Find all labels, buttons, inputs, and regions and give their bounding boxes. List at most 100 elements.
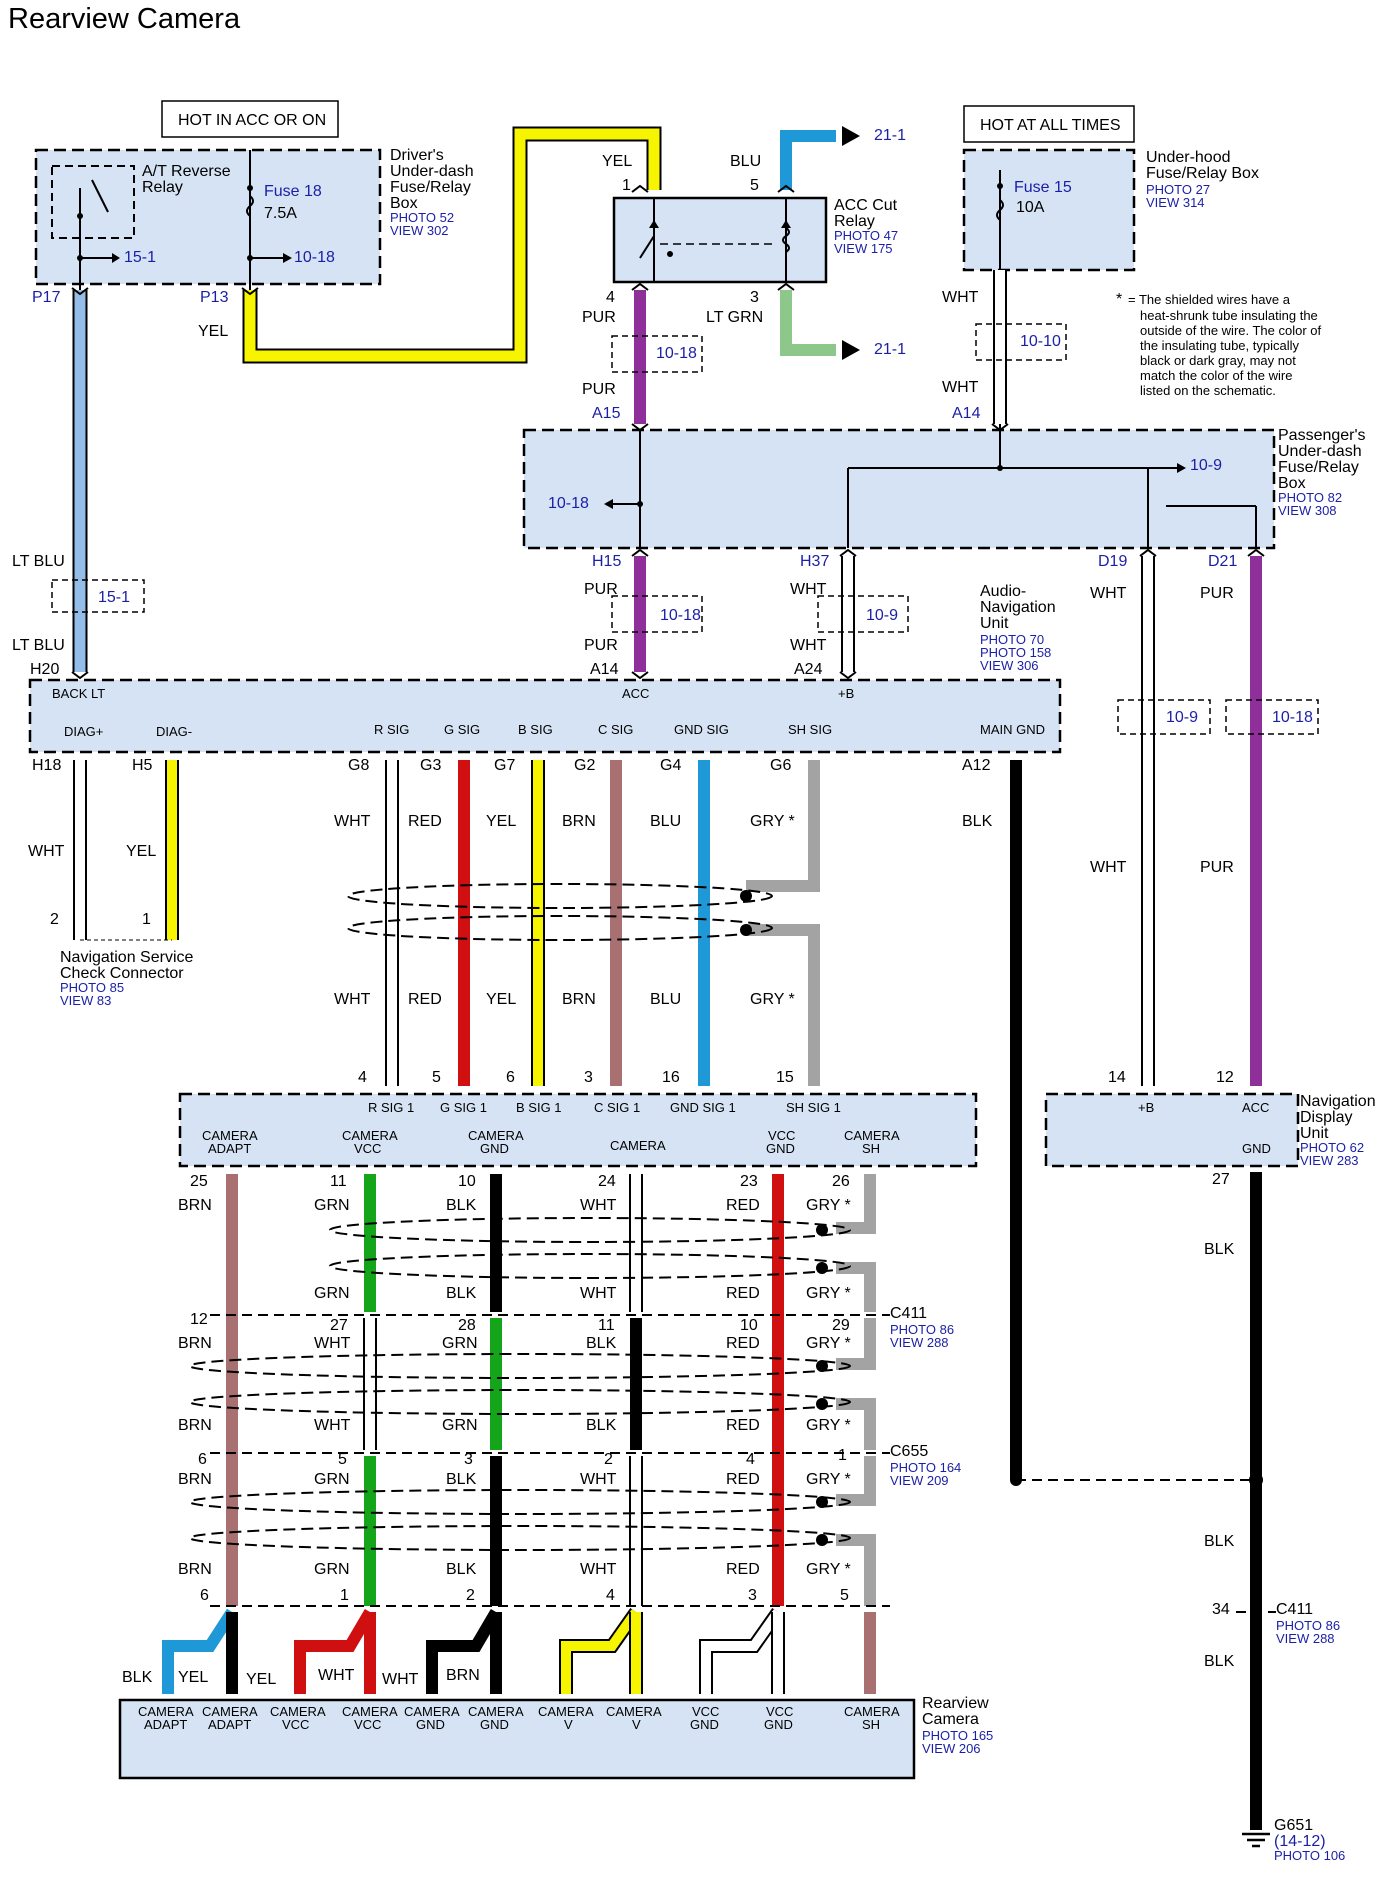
c411-ground-label: C411 [1276,1601,1313,1618]
lbl-red-r5: RED [726,1471,760,1488]
lbl-pur-a: PUR [582,309,616,326]
term-g2: G2 [574,757,595,774]
rear-cam-view: VIEW 206 [922,1741,981,1756]
lbl-yel-bsig: YEL [486,813,516,830]
term-27-gnd: 27 [1212,1171,1230,1188]
cam-pin-7a: CAMERA [538,1704,594,1719]
term-c411-28: 28 [458,1317,476,1334]
term-d19: D19 [1098,553,1127,570]
note-line2: heat-shrunk tube insulating the [1140,308,1318,323]
cam-pin-6a: CAMERA [468,1704,524,1719]
note-line6: match the color of the wire [1140,368,1292,383]
diagram-title: Rearview Camera [8,3,241,35]
cam-pin-2a: CAMERA [202,1704,258,1719]
nav-check-view: VIEW 83 [60,993,111,1008]
lbl-wht-diag: WHT [28,843,65,860]
wire-yel-relay [244,128,660,362]
pin-camera: CAMERA [610,1138,666,1153]
cam-pin-10b: GND [764,1717,793,1732]
term-relay-3: 3 [750,289,759,306]
pin-c-sig: C SIG [598,722,633,737]
pin-diag-plus: DIAG+ [64,724,103,739]
passenger-line2: Under-dash [1278,443,1362,460]
ref-21-1-a: 21-1 [874,127,906,144]
lbl-wht-rsig: WHT [334,813,371,830]
g651-ref: (14-12) [1274,1833,1326,1850]
wire-gry-sh-sig-top [746,760,820,892]
term-h18: H18 [32,757,61,774]
pin-camera-gnd-a: CAMERA [468,1128,524,1143]
lbl-blk-g651-b: BLK [1204,1653,1235,1670]
lbl-yel-diag: YEL [126,843,156,860]
term-nav-12: 12 [1216,1069,1234,1086]
term-relay-4: 4 [606,289,615,306]
term-cam-6: 6 [200,1587,209,1604]
term-p17: P17 [32,289,61,306]
c655-label: C655 [890,1443,928,1460]
lbl-lt-blu-a: LT BLU [12,553,65,570]
term-c411-29: 29 [832,1317,850,1334]
g651-label: G651 [1274,1817,1313,1834]
term-g7: G7 [494,757,515,774]
pin-vcc-a: VCC [768,1128,795,1143]
driver-fuse-line1: Driver's [390,147,444,164]
lbl-blk-r3: BLK [586,1335,617,1352]
term-h5: H5 [132,757,153,774]
fuse15-amp: 10A [1016,199,1045,216]
lbl-wht-r1: WHT [580,1197,617,1214]
cam-pin-4a: CAMERA [342,1704,398,1719]
nav-display-unit-right-box [1044,1092,1300,1168]
lbl-wht-r4: WHT [314,1417,351,1434]
at-relay-line1: A/T Reverse [142,163,231,180]
rearview-camera-box [118,1698,916,1780]
lbl-pur-c: PUR [584,581,618,598]
c411-view: VIEW 288 [890,1335,949,1350]
lbl-wht-a: WHT [942,289,979,306]
term-a14: A14 [590,661,619,678]
ref-10-9-b: 10-9 [866,607,898,624]
g651-photo: PHOTO 106 [1274,1848,1345,1863]
term-h37: H37 [800,553,829,570]
lbl-cam-blk-a: WHT [382,1671,419,1688]
term-23: 23 [740,1173,758,1190]
lbl-gry-shsig-2: GRY * [750,991,795,1008]
note-star: * [1116,291,1122,308]
lbl-red-gsig: RED [408,813,442,830]
term-25: 25 [190,1173,208,1190]
lbl-cam-blk: YEL [178,1669,208,1686]
note-line1: = The shielded wires have a [1128,292,1291,307]
lbl-gry-r2: GRY * [806,1285,851,1302]
cam-pin-3b: VCC [282,1717,309,1732]
ref-10-18-a: 10-18 [294,249,335,266]
term-10: 10 [458,1173,476,1190]
lbl-red-r3: RED [726,1335,760,1352]
underhood-line2: Fuse/Relay Box [1146,165,1259,182]
term-nav-check-1: 1 [142,911,151,928]
nav-display-line3: Unit [1300,1125,1329,1142]
note-line5: black or dark gray, may not [1140,353,1296,368]
pin-camera-adapt-b: ADAPT [208,1141,251,1156]
lbl-brn-r5: BRN [178,1471,212,1488]
term-cam-1: 1 [340,1587,349,1604]
lbl-red-r6: RED [726,1561,760,1578]
nav-display-line2: Display [1300,1109,1352,1126]
cam-pin-5a: CAMERA [404,1704,460,1719]
fuse18-amp: 7.5A [264,205,297,222]
lbl-grn-r6: GRN [314,1561,350,1578]
term-c655-1: 1 [838,1447,847,1464]
fuse15-label: Fuse 15 [1014,179,1072,196]
lbl-wht-r6: WHT [580,1561,617,1578]
ref-15-1-b: 15-1 [98,589,130,606]
cam-pin-8a: CAMERA [606,1704,662,1719]
lbl-wht-r3: WHT [314,1335,351,1352]
wire-lt-grn-21-1 [780,290,836,356]
ref-10-9-c: 10-9 [1166,709,1198,726]
pin-camera-vcc-a: CAMERA [342,1128,398,1143]
lbl-brn-r4: BRN [178,1417,212,1434]
audio-view: VIEW 306 [980,658,1039,673]
driver-fuse-photo: PHOTO 52 [390,210,454,225]
cam-pin-2b: ADAPT [208,1717,251,1732]
pin-b-sig: B SIG [518,722,553,737]
acc-cut-photo: PHOTO 47 [834,228,898,243]
